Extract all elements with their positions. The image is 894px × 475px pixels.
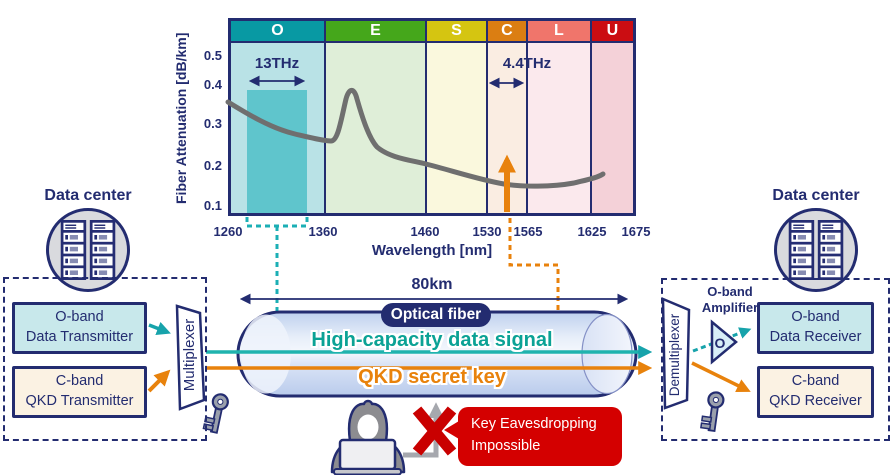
eavesdrop-callout: Key Eavesdropping Impossible — [458, 407, 622, 466]
demultiplexer-shape — [661, 297, 691, 410]
o-band-data-receiver-box: O-band Data Receiver — [757, 302, 874, 354]
demultiplexer-label: Demultiplexer — [667, 313, 682, 397]
band-area-u — [589, 43, 633, 213]
band-header-o: O — [231, 21, 324, 43]
y-tick: 0.1 — [203, 198, 222, 213]
speech-bubble-tail — [444, 421, 459, 439]
y-tick: 0.4 — [203, 77, 222, 92]
secret-key-icon-right — [700, 391, 725, 433]
y-tick: 0.2 — [203, 158, 222, 173]
y-tick: 0.3 — [203, 116, 222, 131]
c-band-qkd-transmitter-box: C-band QKD Transmitter — [12, 366, 147, 418]
amplifier-letter: O — [715, 335, 726, 351]
y-tick: 0.5 — [203, 48, 222, 63]
x-tick: 1260 — [213, 224, 243, 239]
band-letter: U — [606, 22, 619, 39]
x-tick: 1360 — [308, 224, 338, 239]
o-band-dashed-connector — [245, 217, 309, 350]
multiplexer-shape — [175, 304, 206, 411]
band-letter: O — [271, 22, 284, 39]
multiplexer-label: Multiplexer — [181, 318, 198, 392]
left-site-boundary — [3, 277, 207, 441]
o-band-amplifier-label: O-band Amplifier — [701, 284, 759, 315]
fiber-end-cap-left — [241, 314, 291, 394]
x-tick: 1530 — [472, 224, 502, 239]
band-letter: E — [370, 22, 381, 39]
fiber-distance-label: 80km — [411, 276, 453, 293]
c-band-tx-arrow — [147, 369, 171, 393]
o-band-data-transmitter-box: O-band Data Transmitter — [12, 302, 147, 354]
hacker-icon — [330, 399, 406, 475]
band-header-row: O E S C L U — [231, 21, 633, 43]
band-header-s: S — [424, 21, 486, 43]
fiber-end-cap-right — [581, 313, 633, 395]
attenuation-curve — [225, 87, 606, 189]
band-letter: S — [451, 22, 462, 39]
qkd-secret-key-label: QKD secret key — [358, 366, 506, 388]
c-band-qkd-receiver-box: C-band QKD Receiver — [757, 366, 874, 418]
x-tick: 1625 — [577, 224, 607, 239]
band-header-c: C — [485, 21, 526, 43]
band-header-u: U — [589, 21, 633, 43]
c-band-rx-arrow — [691, 361, 751, 392]
amplifier-triangle-icon — [710, 319, 738, 365]
c-band-span-label: 4.4THz — [502, 55, 552, 72]
datacenter-label-left: Data center — [44, 187, 132, 204]
server-rack-icon — [788, 220, 844, 280]
band-area-s — [424, 43, 486, 213]
o-band-13thz-highlight — [247, 90, 307, 213]
secret-key-icon-left — [202, 393, 229, 434]
blocked-x-icon — [412, 406, 457, 456]
o-band-span-label: 13THz — [254, 55, 300, 72]
band-header-e: E — [323, 21, 425, 43]
right-site-boundary — [661, 278, 890, 441]
datacenter-label-right: Data center — [772, 187, 860, 204]
server-rack-icon — [60, 220, 116, 280]
x-tick: 1675 — [621, 224, 651, 239]
o-band-tx-arrow — [148, 321, 171, 335]
data-signal-label: High-capacity data signal — [311, 329, 553, 351]
x-tick: 1565 — [513, 224, 543, 239]
y-axis-title: Fiber Attenuation [dB/km] — [173, 32, 189, 204]
x-axis-title: Wavelength [nm] — [371, 242, 493, 259]
band-letter: L — [553, 22, 564, 39]
optical-fiber-pill: Optical fiber — [381, 303, 491, 327]
band-header-l: L — [525, 21, 590, 43]
x-tick: 1460 — [410, 224, 440, 239]
band-letter: C — [501, 22, 513, 39]
